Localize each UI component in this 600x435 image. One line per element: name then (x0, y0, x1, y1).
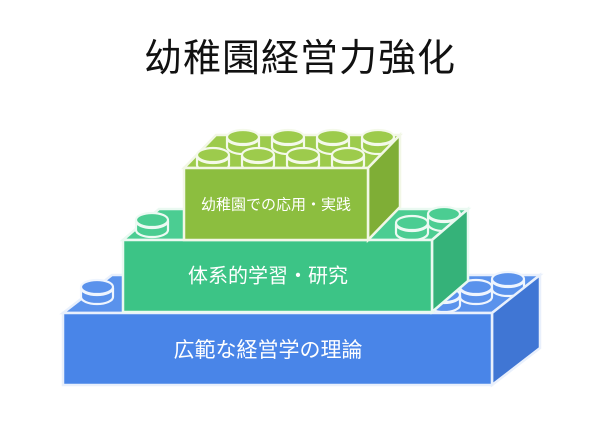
brick-middle-front-face (121, 238, 434, 314)
brick-top-studs (195, 128, 396, 174)
lego-stack-diagram: 広範な経営学の理論 体系的学習・研究 (0, 108, 600, 408)
brick-bottom-front-face (61, 311, 494, 387)
page-title: 幼稚園経営力強化 (143, 36, 456, 80)
brick-top-front-face (182, 166, 370, 242)
lego-stack-svg: 広範な経営学の理論 体系的学習・研究 (59, 128, 544, 388)
stud-icon (79, 278, 115, 306)
brick-middle-label: 体系的学習・研究 (188, 264, 348, 288)
stud-icon (134, 211, 170, 239)
brick-bottom-label: 広範な経営学の理論 (174, 338, 363, 362)
stud-icon (394, 214, 430, 242)
brick-top: 幼稚園での応用・実践 (181, 128, 403, 244)
brick-top-label: 幼稚園での応用・実践 (201, 196, 351, 214)
